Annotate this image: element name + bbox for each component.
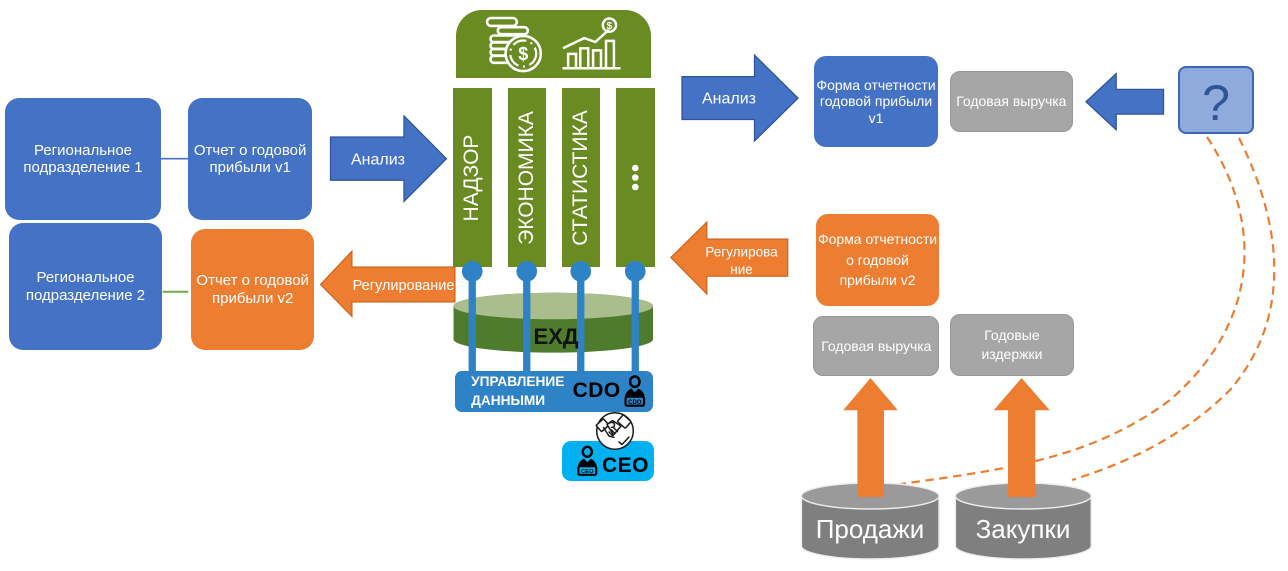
svg-text:$: $ — [606, 20, 612, 32]
svg-text:Регулирование: Регулирование — [353, 278, 455, 294]
svg-text:Регулирова: Регулирова — [705, 245, 778, 260]
svg-text:ЕХД: ЕХД — [533, 324, 578, 349]
svg-text:$: $ — [518, 44, 528, 64]
svg-text:Продажи: Продажи — [816, 514, 925, 544]
svg-text:Анализ: Анализ — [702, 91, 756, 108]
svg-text:CEO: CEO — [581, 469, 594, 475]
svg-text:Закупки: Закупки — [976, 514, 1071, 544]
svg-text:Анализ: Анализ — [351, 152, 405, 169]
svg-text:CDO: CDO — [628, 400, 642, 406]
svg-text:ние: ние — [730, 262, 753, 277]
